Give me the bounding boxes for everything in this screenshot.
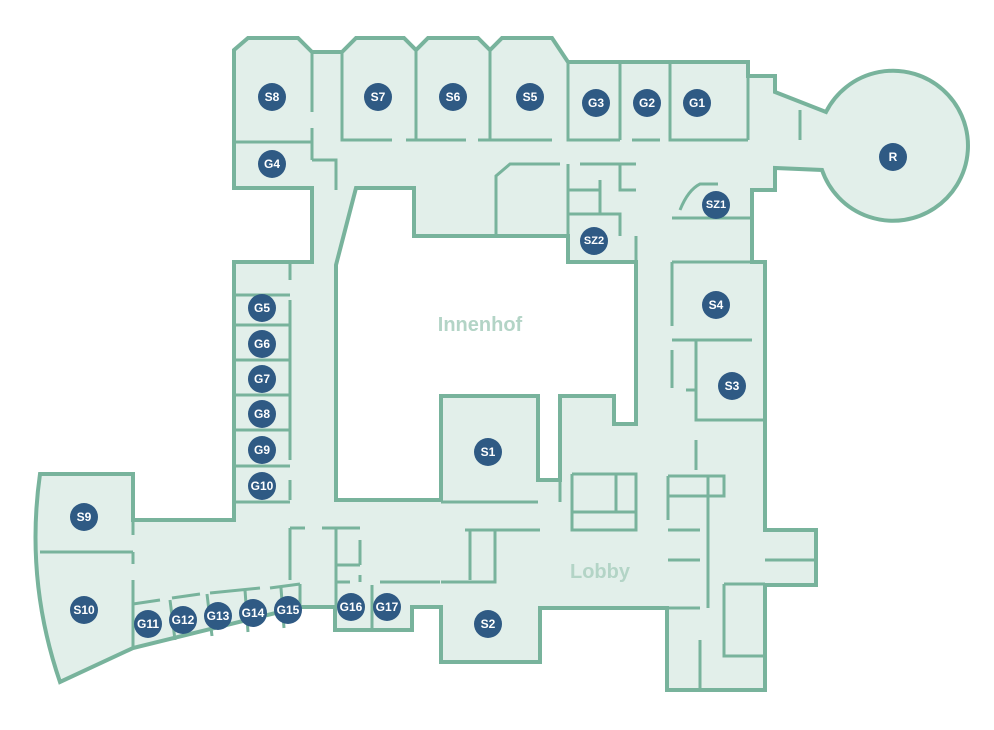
room-label: G12 bbox=[172, 613, 195, 627]
room-label: G6 bbox=[254, 337, 270, 351]
room-marker-s5[interactable]: S5 bbox=[516, 83, 544, 111]
room-marker-s6[interactable]: S6 bbox=[439, 83, 467, 111]
room-label: R bbox=[889, 150, 898, 164]
room-marker-g3[interactable]: G3 bbox=[582, 89, 610, 117]
room-label: G8 bbox=[254, 407, 270, 421]
room-label: S6 bbox=[446, 90, 461, 104]
room-label: S4 bbox=[709, 298, 724, 312]
room-label: G5 bbox=[254, 301, 270, 315]
room-marker-g7[interactable]: G7 bbox=[248, 365, 276, 393]
room-label: S9 bbox=[77, 510, 92, 524]
room-markers: S8 S7 S6 S5 G3 G2 G1 R G4 SZ1 SZ2 S4 G5 … bbox=[70, 83, 907, 638]
room-marker-s3[interactable]: S3 bbox=[718, 372, 746, 400]
room-label: G14 bbox=[242, 606, 265, 620]
room-label: S3 bbox=[725, 379, 740, 393]
room-marker-g1[interactable]: G1 bbox=[683, 89, 711, 117]
room-marker-g9[interactable]: G9 bbox=[248, 436, 276, 464]
room-marker-g8[interactable]: G8 bbox=[248, 400, 276, 428]
room-marker-g15[interactable]: G15 bbox=[274, 596, 302, 624]
room-label: G10 bbox=[251, 479, 274, 493]
area-label-innenhof: Innenhof bbox=[438, 314, 523, 336]
room-label: G16 bbox=[340, 600, 363, 614]
room-label: SZ2 bbox=[584, 235, 604, 247]
room-marker-g13[interactable]: G13 bbox=[204, 602, 232, 630]
room-label: G3 bbox=[588, 96, 604, 110]
courtyard bbox=[334, 186, 638, 502]
room-label: G2 bbox=[639, 96, 655, 110]
room-label: S8 bbox=[265, 90, 280, 104]
room-marker-g17[interactable]: G17 bbox=[373, 593, 401, 621]
room-marker-g2[interactable]: G2 bbox=[633, 89, 661, 117]
room-marker-g5[interactable]: G5 bbox=[248, 294, 276, 322]
room-marker-s2[interactable]: S2 bbox=[474, 610, 502, 638]
room-label: S10 bbox=[73, 603, 95, 617]
room-marker-g14[interactable]: G14 bbox=[239, 599, 267, 627]
room-label: S2 bbox=[481, 617, 496, 631]
room-marker-s7[interactable]: S7 bbox=[364, 83, 392, 111]
room-marker-s4[interactable]: S4 bbox=[702, 291, 730, 319]
room-label: S5 bbox=[523, 90, 538, 104]
room-label: G17 bbox=[376, 600, 399, 614]
room-label: SZ1 bbox=[706, 199, 726, 211]
room-label: G11 bbox=[137, 617, 159, 631]
room-marker-s8[interactable]: S8 bbox=[258, 83, 286, 111]
room-marker-sz2[interactable]: SZ2 bbox=[580, 227, 608, 255]
room-label: G7 bbox=[254, 372, 270, 386]
room-label: G13 bbox=[207, 609, 230, 623]
room-label: G4 bbox=[264, 157, 280, 171]
area-label-lobby: Lobby bbox=[570, 561, 631, 583]
room-marker-g11[interactable]: G11 bbox=[134, 610, 162, 638]
room-label: G1 bbox=[689, 96, 705, 110]
room-label: G9 bbox=[254, 443, 270, 457]
room-marker-s10[interactable]: S10 bbox=[70, 596, 98, 624]
room-marker-g16[interactable]: G16 bbox=[337, 593, 365, 621]
room-marker-g12[interactable]: G12 bbox=[169, 606, 197, 634]
room-marker-s1[interactable]: S1 bbox=[474, 438, 502, 466]
room-label: G15 bbox=[277, 603, 300, 617]
room-marker-g4[interactable]: G4 bbox=[258, 150, 286, 178]
room-marker-s9[interactable]: S9 bbox=[70, 503, 98, 531]
room-label: S1 bbox=[481, 445, 496, 459]
room-marker-sz1[interactable]: SZ1 bbox=[702, 191, 730, 219]
room-marker-g6[interactable]: G6 bbox=[248, 330, 276, 358]
room-marker-r[interactable]: R bbox=[879, 143, 907, 171]
room-label: S7 bbox=[371, 90, 386, 104]
room-marker-g10[interactable]: G10 bbox=[248, 472, 276, 500]
